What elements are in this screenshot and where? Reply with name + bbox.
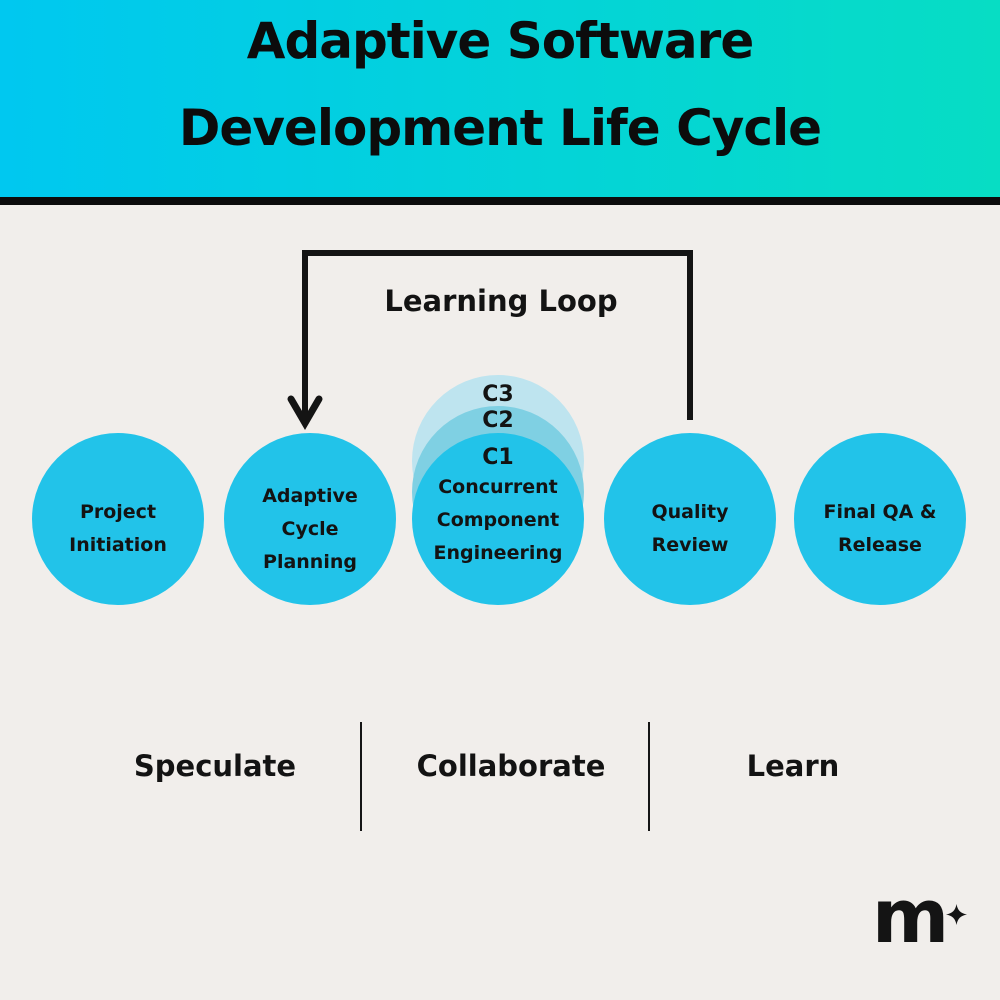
- phase-label-speculate: Speculate: [133, 749, 297, 783]
- sparkle-icon: [946, 904, 967, 925]
- phase-divider: [360, 722, 362, 831]
- stage-circle-adaptive-cycle-planning: Adaptive Cycle Planning: [224, 433, 396, 605]
- iteration-label-c1: C1: [482, 445, 514, 470]
- arrowhead-icon: [287, 395, 323, 430]
- header-banner: Adaptive Software Development Life Cycle: [0, 0, 1000, 205]
- stage-label: Project Initiation: [69, 501, 167, 556]
- brand-logo: m: [872, 880, 982, 964]
- stage-label: Adaptive Cycle Planning: [262, 484, 358, 573]
- stage-label: Quality Review: [651, 501, 729, 556]
- stage-circle-project-initiation: Project Initiation: [32, 433, 204, 605]
- logo-letter-m: m: [872, 874, 949, 960]
- stage-circle-final-qa-release: Final QA & Release: [794, 433, 966, 605]
- page-title-line-1: Adaptive Software: [246, 12, 755, 70]
- phase-label-collaborate: Collaborate: [416, 749, 606, 783]
- stage-circle-concurrent-component-engineering: C1 Concurrent Component Engineering: [412, 433, 584, 605]
- iteration-label-c2: C2: [482, 408, 514, 433]
- learning-loop-label: Learning Loop: [384, 284, 618, 318]
- phase-divider: [648, 722, 650, 831]
- stage-circle-quality-review: Quality Review: [604, 433, 776, 605]
- stage-label: Final QA & Release: [823, 501, 937, 556]
- page-title-line-2: Development Life Cycle: [178, 99, 822, 157]
- phase-label-learn: Learn: [746, 749, 840, 783]
- stage-label: Concurrent Component Engineering: [433, 476, 563, 564]
- iteration-label-c3: C3: [482, 382, 514, 407]
